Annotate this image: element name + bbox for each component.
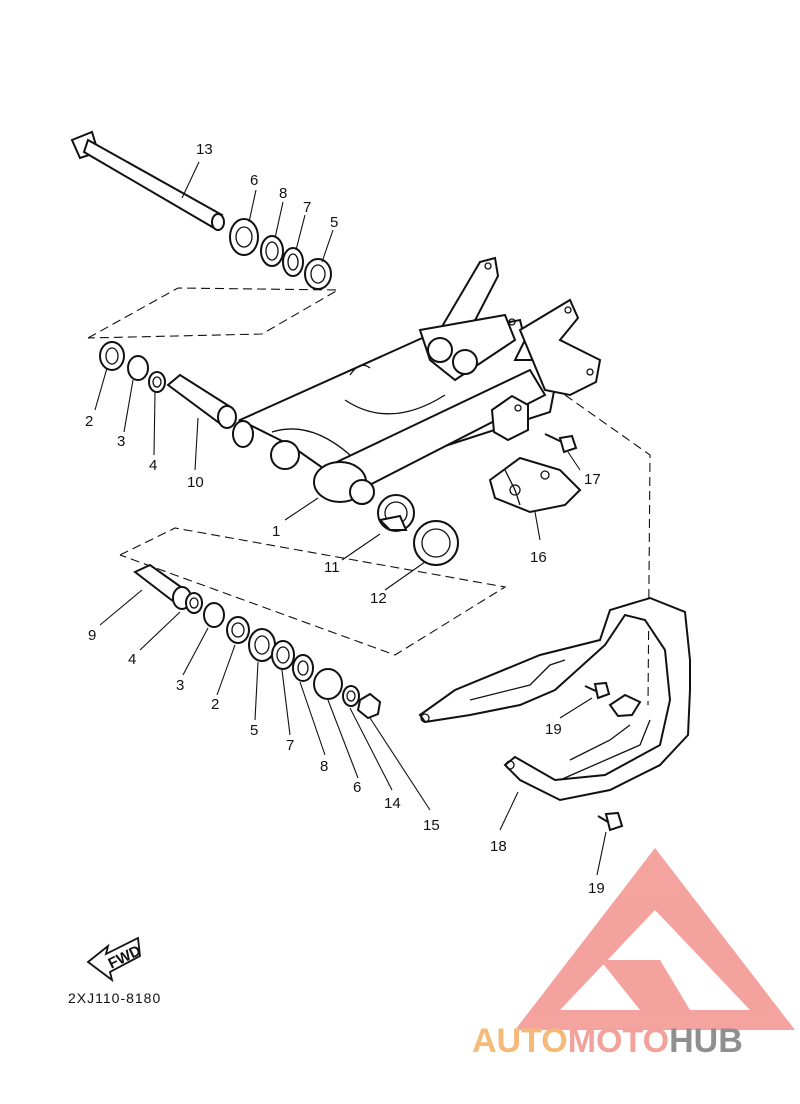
callout-8b: 8 bbox=[320, 758, 328, 775]
callout-12: 12 bbox=[370, 590, 387, 607]
lower-parts-set bbox=[133, 563, 382, 720]
upper-dashed-frame bbox=[87, 287, 341, 339]
fwd-arrow-icon bbox=[86, 936, 141, 983]
callout-5: 5 bbox=[330, 214, 338, 231]
upper-bearing-set bbox=[99, 341, 237, 429]
callout-10: 10 bbox=[187, 474, 204, 491]
watermark-brand-part3: HUB bbox=[669, 1022, 743, 1060]
callout-7: 7 bbox=[303, 199, 311, 216]
bushing-set bbox=[377, 494, 459, 566]
watermark-brand-part2: MOTO bbox=[568, 1022, 669, 1060]
swingarm bbox=[232, 256, 602, 505]
callout-17: 17 bbox=[584, 471, 601, 488]
fwd-arrow: FWD bbox=[86, 936, 144, 983]
callout-3: 3 bbox=[117, 433, 125, 450]
callout-6: 6 bbox=[250, 172, 258, 189]
callout-19: 19 bbox=[545, 721, 562, 738]
callout-9: 9 bbox=[88, 627, 96, 644]
callout-4: 4 bbox=[149, 457, 157, 474]
bolt-17 bbox=[544, 433, 578, 454]
callout-8: 8 bbox=[279, 185, 287, 202]
callout-11: 11 bbox=[324, 559, 340, 576]
lower-dashed-frame bbox=[119, 527, 507, 656]
callout-16: 16 bbox=[530, 549, 547, 566]
callout-19b: 19 bbox=[588, 880, 605, 897]
footrest-bolts bbox=[584, 681, 624, 832]
watermark-brand-part1: AUTO bbox=[472, 1022, 568, 1060]
footrest-assembly bbox=[418, 596, 691, 802]
callout-7b: 7 bbox=[286, 737, 294, 754]
upper-seal-set bbox=[229, 218, 332, 290]
callout-2: 2 bbox=[85, 413, 93, 430]
callout-15: 15 bbox=[423, 817, 440, 834]
watermark-logo bbox=[515, 848, 795, 1030]
callout-13: 13 bbox=[196, 141, 213, 158]
chain-guide bbox=[488, 456, 582, 514]
callout-5b: 5 bbox=[250, 722, 258, 739]
callout-1: 1 bbox=[272, 523, 280, 540]
callout-6b: 6 bbox=[353, 779, 361, 796]
callout-14: 14 bbox=[384, 795, 401, 812]
leader-lines bbox=[94, 161, 607, 876]
callout-4b: 4 bbox=[128, 651, 136, 668]
watermark-inner-mark bbox=[600, 960, 690, 1010]
callout-2b: 2 bbox=[211, 696, 219, 713]
pivot-shaft bbox=[70, 130, 225, 231]
watermark-brand-text: AUTOMOTOHUB bbox=[472, 1022, 743, 1060]
drawing-code: 2XJ110-8180 bbox=[68, 990, 161, 1006]
callout-labels: 13 6 8 7 5 2 3 4 10 1 11 12 17 16 9 4 3 … bbox=[85, 141, 605, 897]
callout-18: 18 bbox=[490, 838, 507, 855]
callout-3b: 3 bbox=[176, 677, 184, 694]
